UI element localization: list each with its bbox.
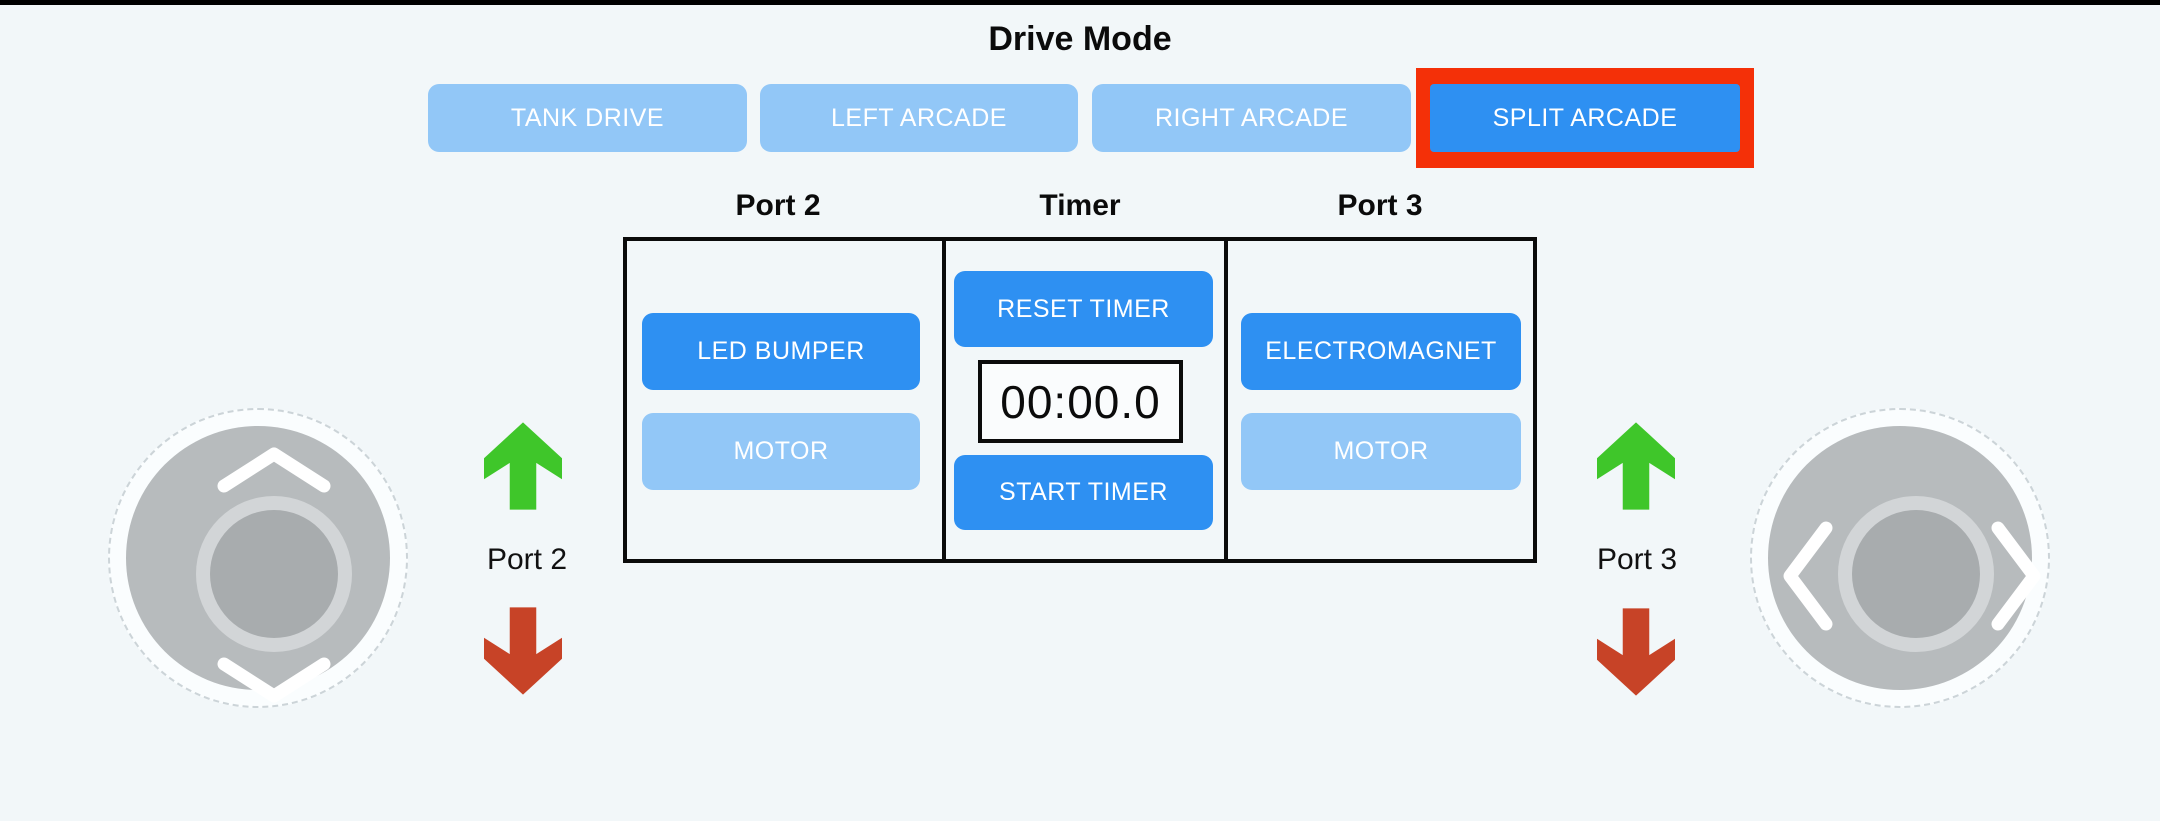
chevron-right-icon [1990,520,2044,637]
control-panel-table: LED BUMPER MOTOR RESET TIMER 00:00.0 STA… [623,237,1537,563]
led-bumper-button[interactable]: LED BUMPER [642,313,920,390]
tank-drive-button[interactable]: TANK DRIVE [428,84,747,152]
chevron-up-icon [216,446,332,499]
left-joystick-pad[interactable] [126,426,390,703]
drive-mode-title: Drive Mode [988,20,1172,58]
port3-direction-label: Port 3 [1596,543,1678,576]
top-black-bar [0,0,2160,5]
port3-reverse-arrow-icon [1597,608,1675,696]
right-joystick-knob[interactable] [1852,510,1980,638]
port2-forward-arrow-icon [484,422,562,510]
timer-column-header: Timer [1039,189,1121,222]
port-2-column-header: Port 2 [735,189,821,222]
port3-motor-button[interactable]: MOTOR [1241,413,1521,490]
left-arcade-button[interactable]: LEFT ARCADE [760,84,1078,152]
right-joystick[interactable] [1750,408,2050,708]
port2-motor-button[interactable]: MOTOR [642,413,920,490]
left-joystick[interactable] [108,408,408,708]
start-timer-button[interactable]: START TIMER [954,455,1213,530]
right-arcade-button[interactable]: RIGHT ARCADE [1092,84,1411,152]
selected-mode-highlight-frame: SPLIT ARCADE [1416,68,1754,168]
port3-forward-arrow-icon [1597,422,1675,510]
timer-display: 00:00.0 [978,360,1183,443]
reset-timer-button[interactable]: RESET TIMER [954,271,1213,347]
chevron-down-icon [216,656,332,709]
chevron-left-icon [1780,520,1834,637]
split-arcade-button[interactable]: SPLIT ARCADE [1430,84,1740,152]
panel-divider-right [1224,241,1228,559]
right-joystick-pad[interactable] [1768,426,2041,690]
electromagnet-button[interactable]: ELECTROMAGNET [1241,313,1521,390]
port-3-column-header: Port 3 [1337,189,1423,222]
left-joystick-knob[interactable] [210,510,338,638]
port2-reverse-arrow-icon [484,607,562,695]
panel-divider-left [942,241,946,559]
port2-direction-label: Port 2 [486,543,568,576]
